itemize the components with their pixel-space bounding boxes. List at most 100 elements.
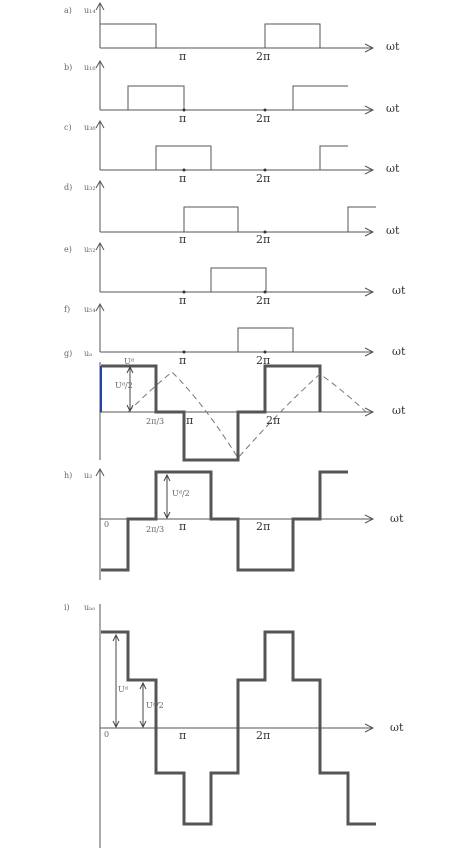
tick-2pi: 2π <box>256 233 270 246</box>
axis-label-wt: ωt <box>390 721 404 734</box>
2pi3-label: 2π/3 <box>146 525 164 534</box>
panel-f: f) u₅₄ π 2π ωt <box>64 302 406 367</box>
ud-half-label: Uᵈ/2 <box>172 489 190 498</box>
2pi-marker <box>263 108 267 112</box>
panel-letter: g) <box>64 349 72 358</box>
tick-2pi: 2π <box>256 729 270 742</box>
pulse <box>319 145 348 170</box>
x-axis-arrow <box>364 407 375 417</box>
signal-label: uₐₒ <box>84 603 95 612</box>
signal-label: u₃₂ <box>84 183 96 192</box>
2pi-marker <box>263 230 267 234</box>
x-axis-arrow <box>364 227 375 237</box>
axis-label-wt: ωt <box>386 224 400 237</box>
pi-marker <box>182 290 186 294</box>
panel-b: b) u₁₆ π 2π ωt <box>64 59 400 125</box>
pulse <box>155 145 212 170</box>
signal-label: uₐ <box>84 349 92 358</box>
panel-letter: c) <box>64 123 72 132</box>
panel-letter: e) <box>64 245 72 254</box>
pulse <box>210 267 267 292</box>
tick-pi: π <box>179 172 186 185</box>
panel-a: a) u₁₄ π 2π ωt <box>64 1 400 63</box>
axis-label-wt: ωt <box>392 284 406 297</box>
2pi3-label: 2π/3 <box>146 417 164 426</box>
axis-label-wt: ωt <box>386 162 400 175</box>
tick-2pi: 2π <box>256 50 270 63</box>
tick-2pi: 2π <box>266 414 280 427</box>
dim-arrowhead <box>112 720 120 729</box>
x-axis-arrow <box>364 347 375 357</box>
tick-pi: π <box>186 414 193 427</box>
x-axis-arrow <box>364 43 375 53</box>
dim-arrowhead <box>163 473 171 482</box>
ud-half-label: Uᵈ/2 <box>115 381 133 390</box>
fundamental-dashed <box>127 371 367 459</box>
axis-label-wt: ωt <box>392 404 406 417</box>
tick-2pi: 2π <box>256 172 270 185</box>
tick-pi: π <box>179 729 186 742</box>
pulse <box>264 23 321 48</box>
y-axis-arrow <box>95 467 105 477</box>
ud-label: Uᵈ <box>118 685 129 694</box>
pulse <box>292 85 348 110</box>
origin-label: 0 <box>104 520 109 529</box>
2pi-marker <box>263 290 267 294</box>
panel-letter: a) <box>64 6 72 15</box>
tick-pi: π <box>179 354 186 367</box>
signal-label: u₁₆ <box>84 63 96 72</box>
axis-label-wt: ωt <box>386 40 400 53</box>
dim-arrowhead <box>139 681 147 690</box>
signal-label: u₁₄ <box>84 6 96 15</box>
pulse <box>347 206 376 232</box>
signal-label: u₅₂ <box>84 245 96 254</box>
panel-d: d) u₃₂ π 2π ωt <box>64 179 400 246</box>
ud-half-label: Uᵈ/2 <box>146 701 164 710</box>
panel-h: h) u₂ Uᵈ/2 0 2π/3 π 2π ωt <box>64 467 404 580</box>
panel-e: e) u₅₂ π 2π ωt <box>64 241 406 307</box>
dim-arrowhead <box>139 720 147 729</box>
tick-2pi: 2π <box>256 112 270 125</box>
axis-label-wt: ωt <box>392 345 406 358</box>
panel-letter: d) <box>64 183 72 192</box>
tick-pi: π <box>179 294 186 307</box>
axis-label-wt: ωt <box>386 102 400 115</box>
tick-pi: π <box>179 112 186 125</box>
pulse <box>237 327 294 352</box>
y-axis-arrow <box>95 59 105 69</box>
pi-marker <box>182 350 186 354</box>
panel-letter: b) <box>64 63 72 72</box>
tick-pi: π <box>179 233 186 246</box>
panel-g: g) uₐ Uᵈ Uᵈ/2 2π/3 π 2π ωt <box>64 349 406 462</box>
dim-arrowhead <box>163 511 171 520</box>
x-axis-arrow <box>364 105 375 115</box>
dim-arrowhead <box>126 365 134 374</box>
y-axis-arrow <box>95 179 105 189</box>
y-axis-arrow <box>95 302 105 312</box>
y-axis-arrow <box>95 1 105 11</box>
panel-letter: f) <box>64 305 70 314</box>
pi-marker <box>182 168 186 172</box>
ud-label: Uᵈ <box>124 357 135 366</box>
2pi-marker <box>263 350 267 354</box>
tick-2pi: 2π <box>256 354 270 367</box>
pulse <box>183 206 239 232</box>
x-axis-arrow <box>364 723 375 733</box>
pulse <box>99 23 157 48</box>
pulse <box>127 85 185 110</box>
dim-arrowhead <box>112 633 120 642</box>
phase-neutral-voltage-waveform <box>101 630 376 826</box>
x-axis-arrow <box>364 287 375 297</box>
panel-c: c) u₃₆ π 2π ωt <box>64 119 400 185</box>
tick-pi: π <box>179 520 186 533</box>
x-axis-arrow <box>364 165 375 175</box>
panel-letter: i) <box>64 603 70 612</box>
signal-label: u₅₄ <box>84 305 96 314</box>
axis-label-wt: ωt <box>390 512 404 525</box>
tick-2pi: 2π <box>256 294 270 307</box>
panel-letter: h) <box>64 471 72 480</box>
y-axis-arrow <box>95 119 105 129</box>
dim-arrowhead <box>126 404 134 413</box>
